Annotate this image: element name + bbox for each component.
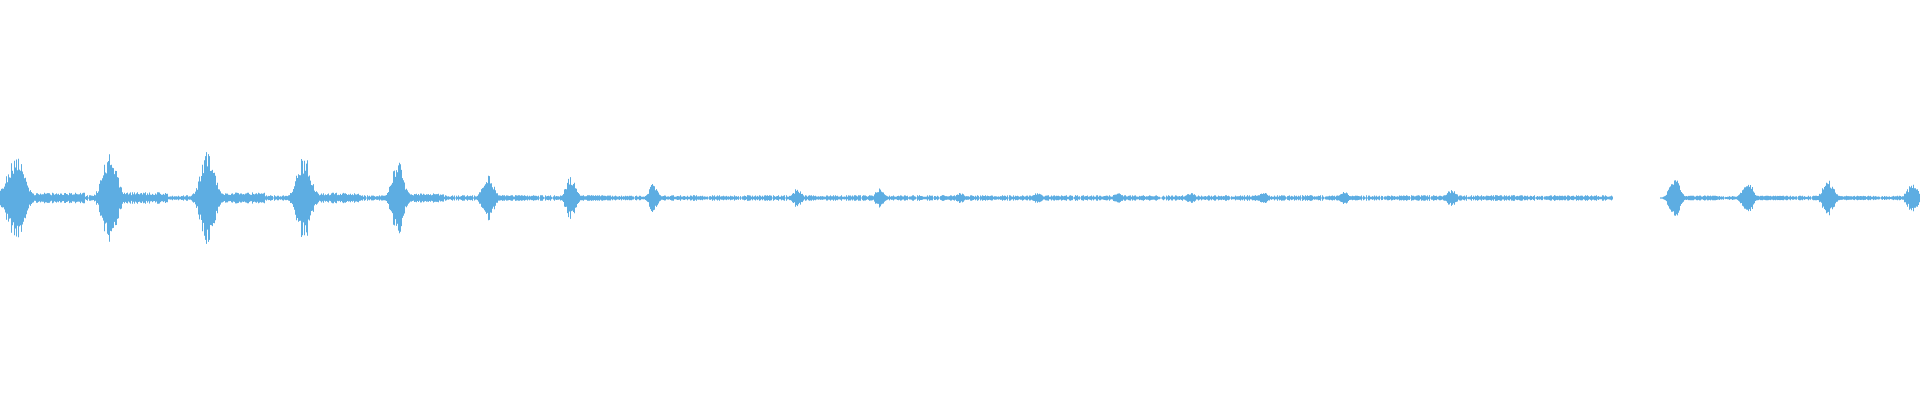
audio-waveform [0,152,1920,244]
